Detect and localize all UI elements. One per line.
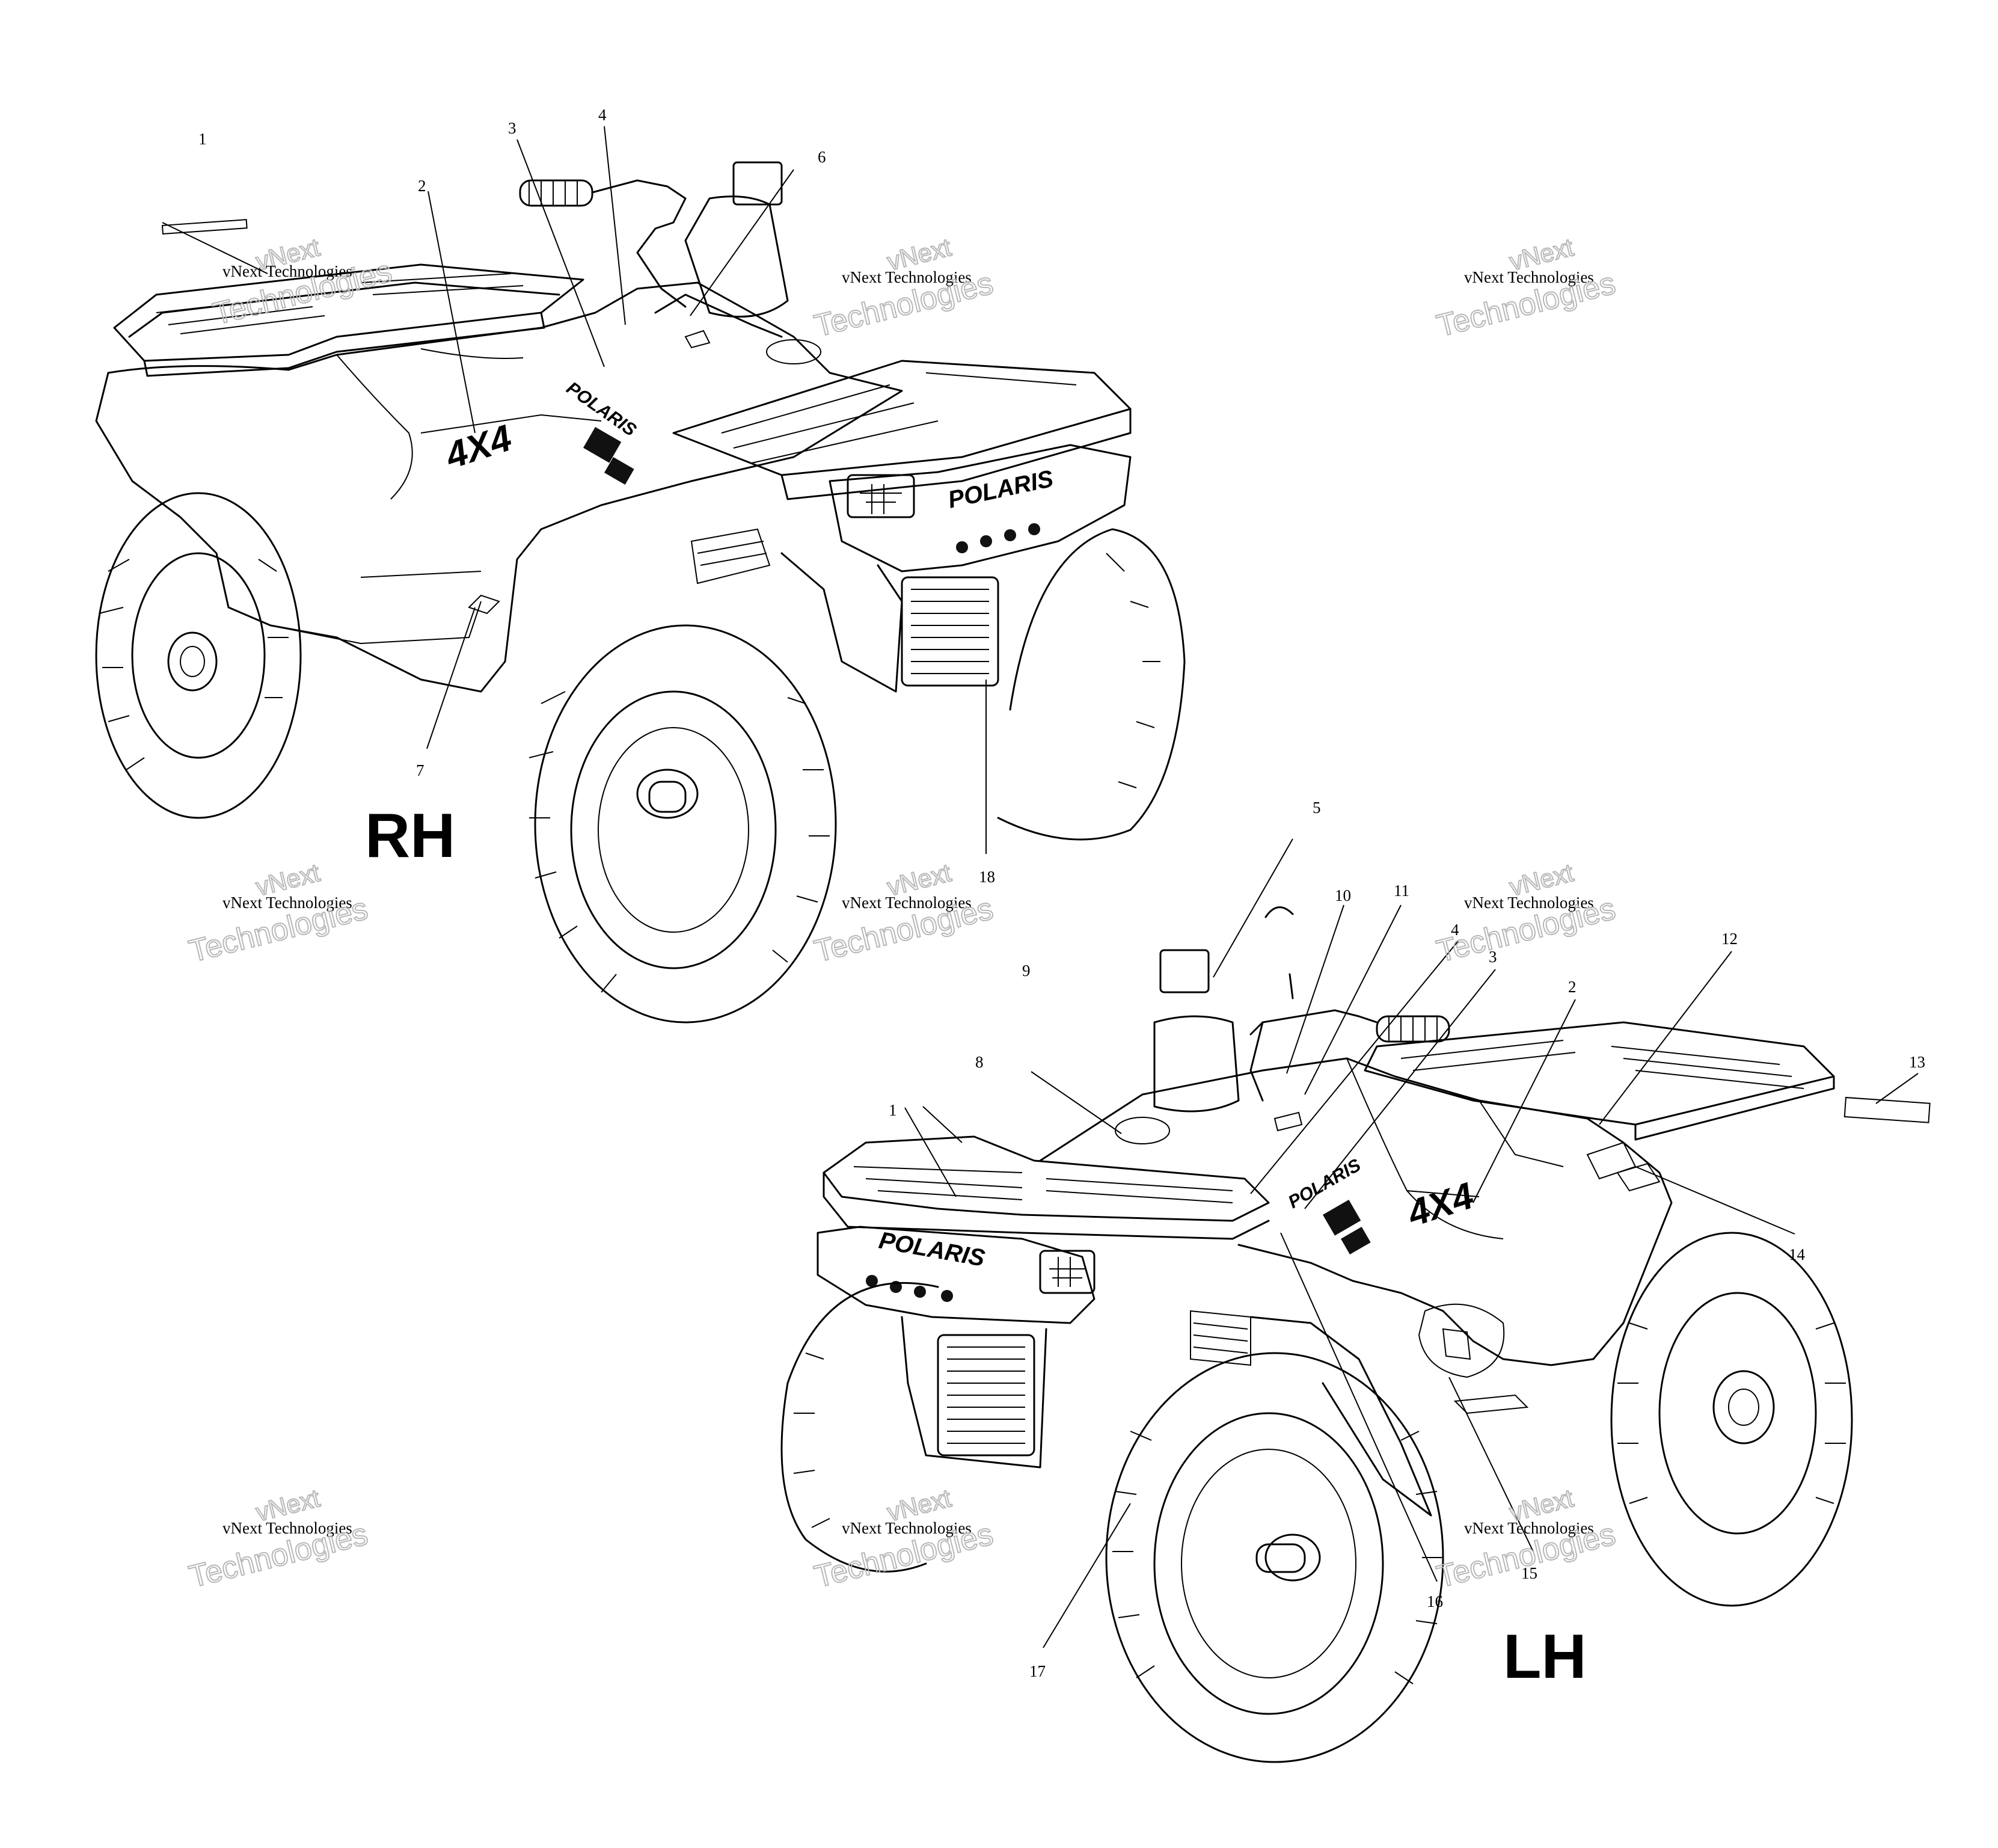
rh-rear-rack xyxy=(113,263,584,377)
lh-callout-5: 5 xyxy=(1313,799,1321,817)
rh-callouts: 1 2 3 4 6 7 18 xyxy=(198,106,995,886)
rh-callout-7: 7 xyxy=(416,761,424,779)
rh-front-wheel xyxy=(529,624,837,1024)
watermark-8-line1: vNext Technologies xyxy=(842,1519,972,1537)
lh-rear-wheel xyxy=(1610,1232,1853,1607)
watermark-5: vNext vNext Technologies Technologies xyxy=(811,858,997,970)
rh-leader-lines xyxy=(161,126,987,854)
rh-callout-6: 6 xyxy=(818,148,826,166)
rh-front-rack xyxy=(672,360,1132,500)
rh-rear-right-wheel xyxy=(997,528,1186,841)
watermark-4-line1: vNext Technologies xyxy=(222,894,352,912)
lh-bumper-polaris-decal: POLARIS xyxy=(877,1227,987,1272)
lh-callout-16: 16 xyxy=(1427,1592,1443,1610)
lh-callout-15: 15 xyxy=(1521,1564,1537,1582)
lh-callout-10: 10 xyxy=(1335,886,1351,904)
watermark-7: vNext vNext Technologies Technologies xyxy=(185,1483,372,1595)
lh-front-bumper: POLARIS xyxy=(817,1226,1529,1517)
rh-callout-3: 3 xyxy=(508,119,516,137)
rh-front-bumper: POLARIS xyxy=(690,444,1132,693)
rh-view-label: RH xyxy=(365,801,455,871)
watermark-5-line1: vNext Technologies xyxy=(842,894,972,912)
watermark-2: vNext vNext Technologies Technologies xyxy=(811,232,997,345)
lh-body: 4X4 POLARIS xyxy=(1039,1057,1673,1366)
watermark-9-line1: vNext Technologies xyxy=(1464,1519,1594,1537)
lh-callout-4: 4 xyxy=(1451,921,1459,939)
atv-lh-drawing: 4X4 POLARIS POLARIS xyxy=(780,799,1931,1763)
watermark-6-line1: vNext Technologies xyxy=(1464,894,1594,912)
watermark-3: vNext vNext Technologies Technologies xyxy=(1433,232,1620,345)
rh-callout-1: 1 xyxy=(198,130,207,148)
watermark-3-line1: vNext Technologies xyxy=(1464,268,1594,286)
lh-4x4-decal: 4X4 xyxy=(1402,1175,1479,1235)
lh-callout-3: 3 xyxy=(1489,948,1497,966)
lh-callout-13: 13 xyxy=(1909,1053,1925,1071)
lh-leader-lines xyxy=(904,838,1931,1648)
lh-left-front-wheel xyxy=(780,1282,939,1573)
rh-callout-18: 18 xyxy=(979,868,995,886)
watermark-7-line1: vNext Technologies xyxy=(222,1519,352,1537)
lh-callout-11: 11 xyxy=(1394,882,1409,900)
lh-callout-9: 9 xyxy=(1022,962,1031,980)
lh-callout-12: 12 xyxy=(1721,930,1738,948)
watermark-1: vNext vNext Technologies Technologies xyxy=(209,232,396,333)
lh-callout-1: 1 xyxy=(889,1101,897,1119)
watermark-2-line1: vNext Technologies xyxy=(842,268,972,286)
rh-body: 4X4 POLARIS xyxy=(95,281,903,693)
lh-front-rack xyxy=(823,1135,1270,1240)
watermark-4: vNext vNext Technologies Technologies xyxy=(185,858,372,970)
lh-callouts: 1 2 3 4 5 8 9 10 11 12 13 14 15 16 17 xyxy=(889,799,1925,1680)
rh-4x4-decal: 4X4 xyxy=(440,417,516,477)
lh-callout-17: 17 xyxy=(1029,1662,1046,1680)
watermark-6: vNext vNext Technologies Technologies xyxy=(1433,858,1620,970)
lh-handlebar xyxy=(1153,949,1450,1113)
lh-callout-2: 2 xyxy=(1568,978,1577,996)
watermark-1-line1: vNext Technologies xyxy=(222,262,352,280)
lh-view-label: LH xyxy=(1503,1622,1587,1692)
rh-bumper-polaris-decal: POLARIS xyxy=(946,465,1056,514)
lh-callout-14: 14 xyxy=(1789,1245,1806,1263)
watermark-8: vNext vNext Technologies Technologies xyxy=(811,1483,997,1595)
rh-callout-4: 4 xyxy=(598,106,607,124)
lh-rear-rack xyxy=(1364,1021,1835,1141)
lh-right-front-wheel xyxy=(1105,1352,1444,1763)
rh-rear-left-wheel xyxy=(95,492,302,819)
rh-handlebar xyxy=(519,161,821,364)
lh-callout-8: 8 xyxy=(975,1053,984,1071)
rh-callout-2: 2 xyxy=(418,177,426,195)
